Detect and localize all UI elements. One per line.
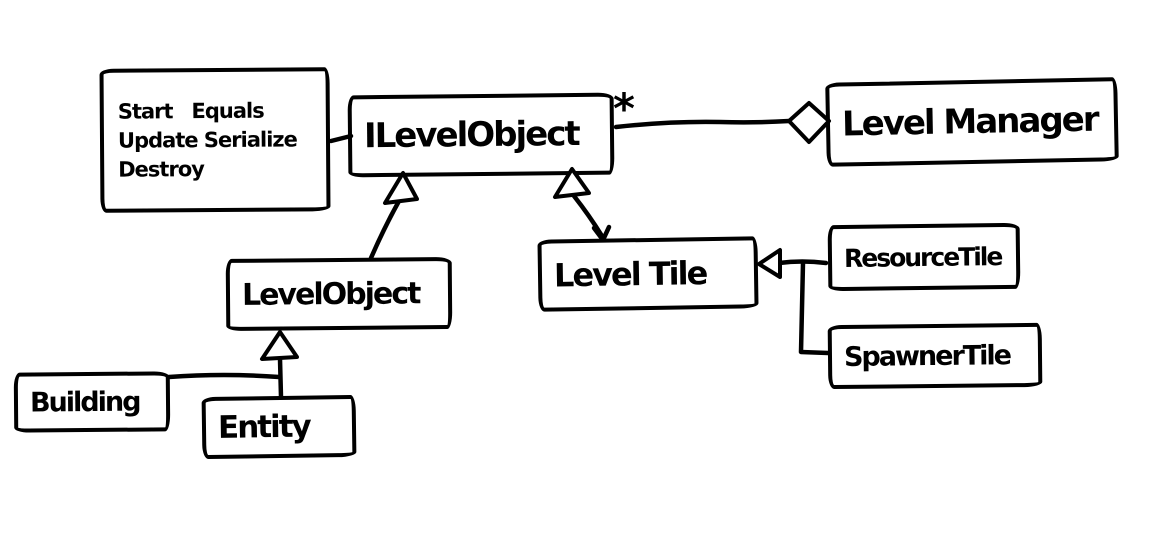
class-node-leveltile: Level Tile [537, 236, 759, 312]
class-label: Level Tile [553, 254, 707, 295]
edge-generalization-resourcetile-leveltile [776, 259, 829, 266]
aggregation-diamond-icon [787, 101, 831, 144]
edge-generalization-entity-levelobject [277, 356, 284, 400]
generalization-arrow-icon [757, 248, 782, 279]
edge-generalization-leveltile-ilevelobject [571, 193, 605, 239]
class-node-spawnertile: SpawnerTile [827, 322, 1043, 390]
class-node-levelobject: LevelObject [225, 257, 453, 331]
method-line: Start Equals [117, 98, 264, 124]
edge-generalization-building-levelobject [166, 372, 282, 380]
multiplicity-star: * [613, 84, 635, 133]
generalization-arrow-icon [383, 171, 419, 205]
class-label: ResourceTile [843, 241, 1002, 273]
class-node-ilevelobject: ILevelObject [347, 92, 615, 178]
edge-generalization-spawnertile-leveltile [798, 260, 831, 356]
method-line: Destroy [118, 156, 204, 182]
class-node-entity: Entity [201, 394, 357, 460]
class-label: Building [29, 386, 140, 419]
generalization-arrow-icon [260, 330, 299, 361]
class-node-resourcetile: ResourceTile [827, 222, 1021, 292]
class-node-levelmanager: Level Manager [825, 77, 1119, 167]
class-label: Entity [217, 408, 310, 446]
method-line: Update Serialize [117, 126, 297, 153]
class-node-interface-methods: Start Equals Update Serialize Destroy [99, 67, 331, 213]
class-label: LevelObject [241, 275, 420, 313]
class-node-building: Building [13, 371, 171, 433]
class-label: ILevelObject [363, 113, 579, 157]
edge-aggregation-ilevelobject-levelmanager [613, 118, 792, 130]
edge-generalization-levelobject-ilevelobject [368, 198, 402, 261]
class-label: Level Manager [841, 99, 1098, 145]
class-label: SpawnerTile [843, 339, 1011, 373]
